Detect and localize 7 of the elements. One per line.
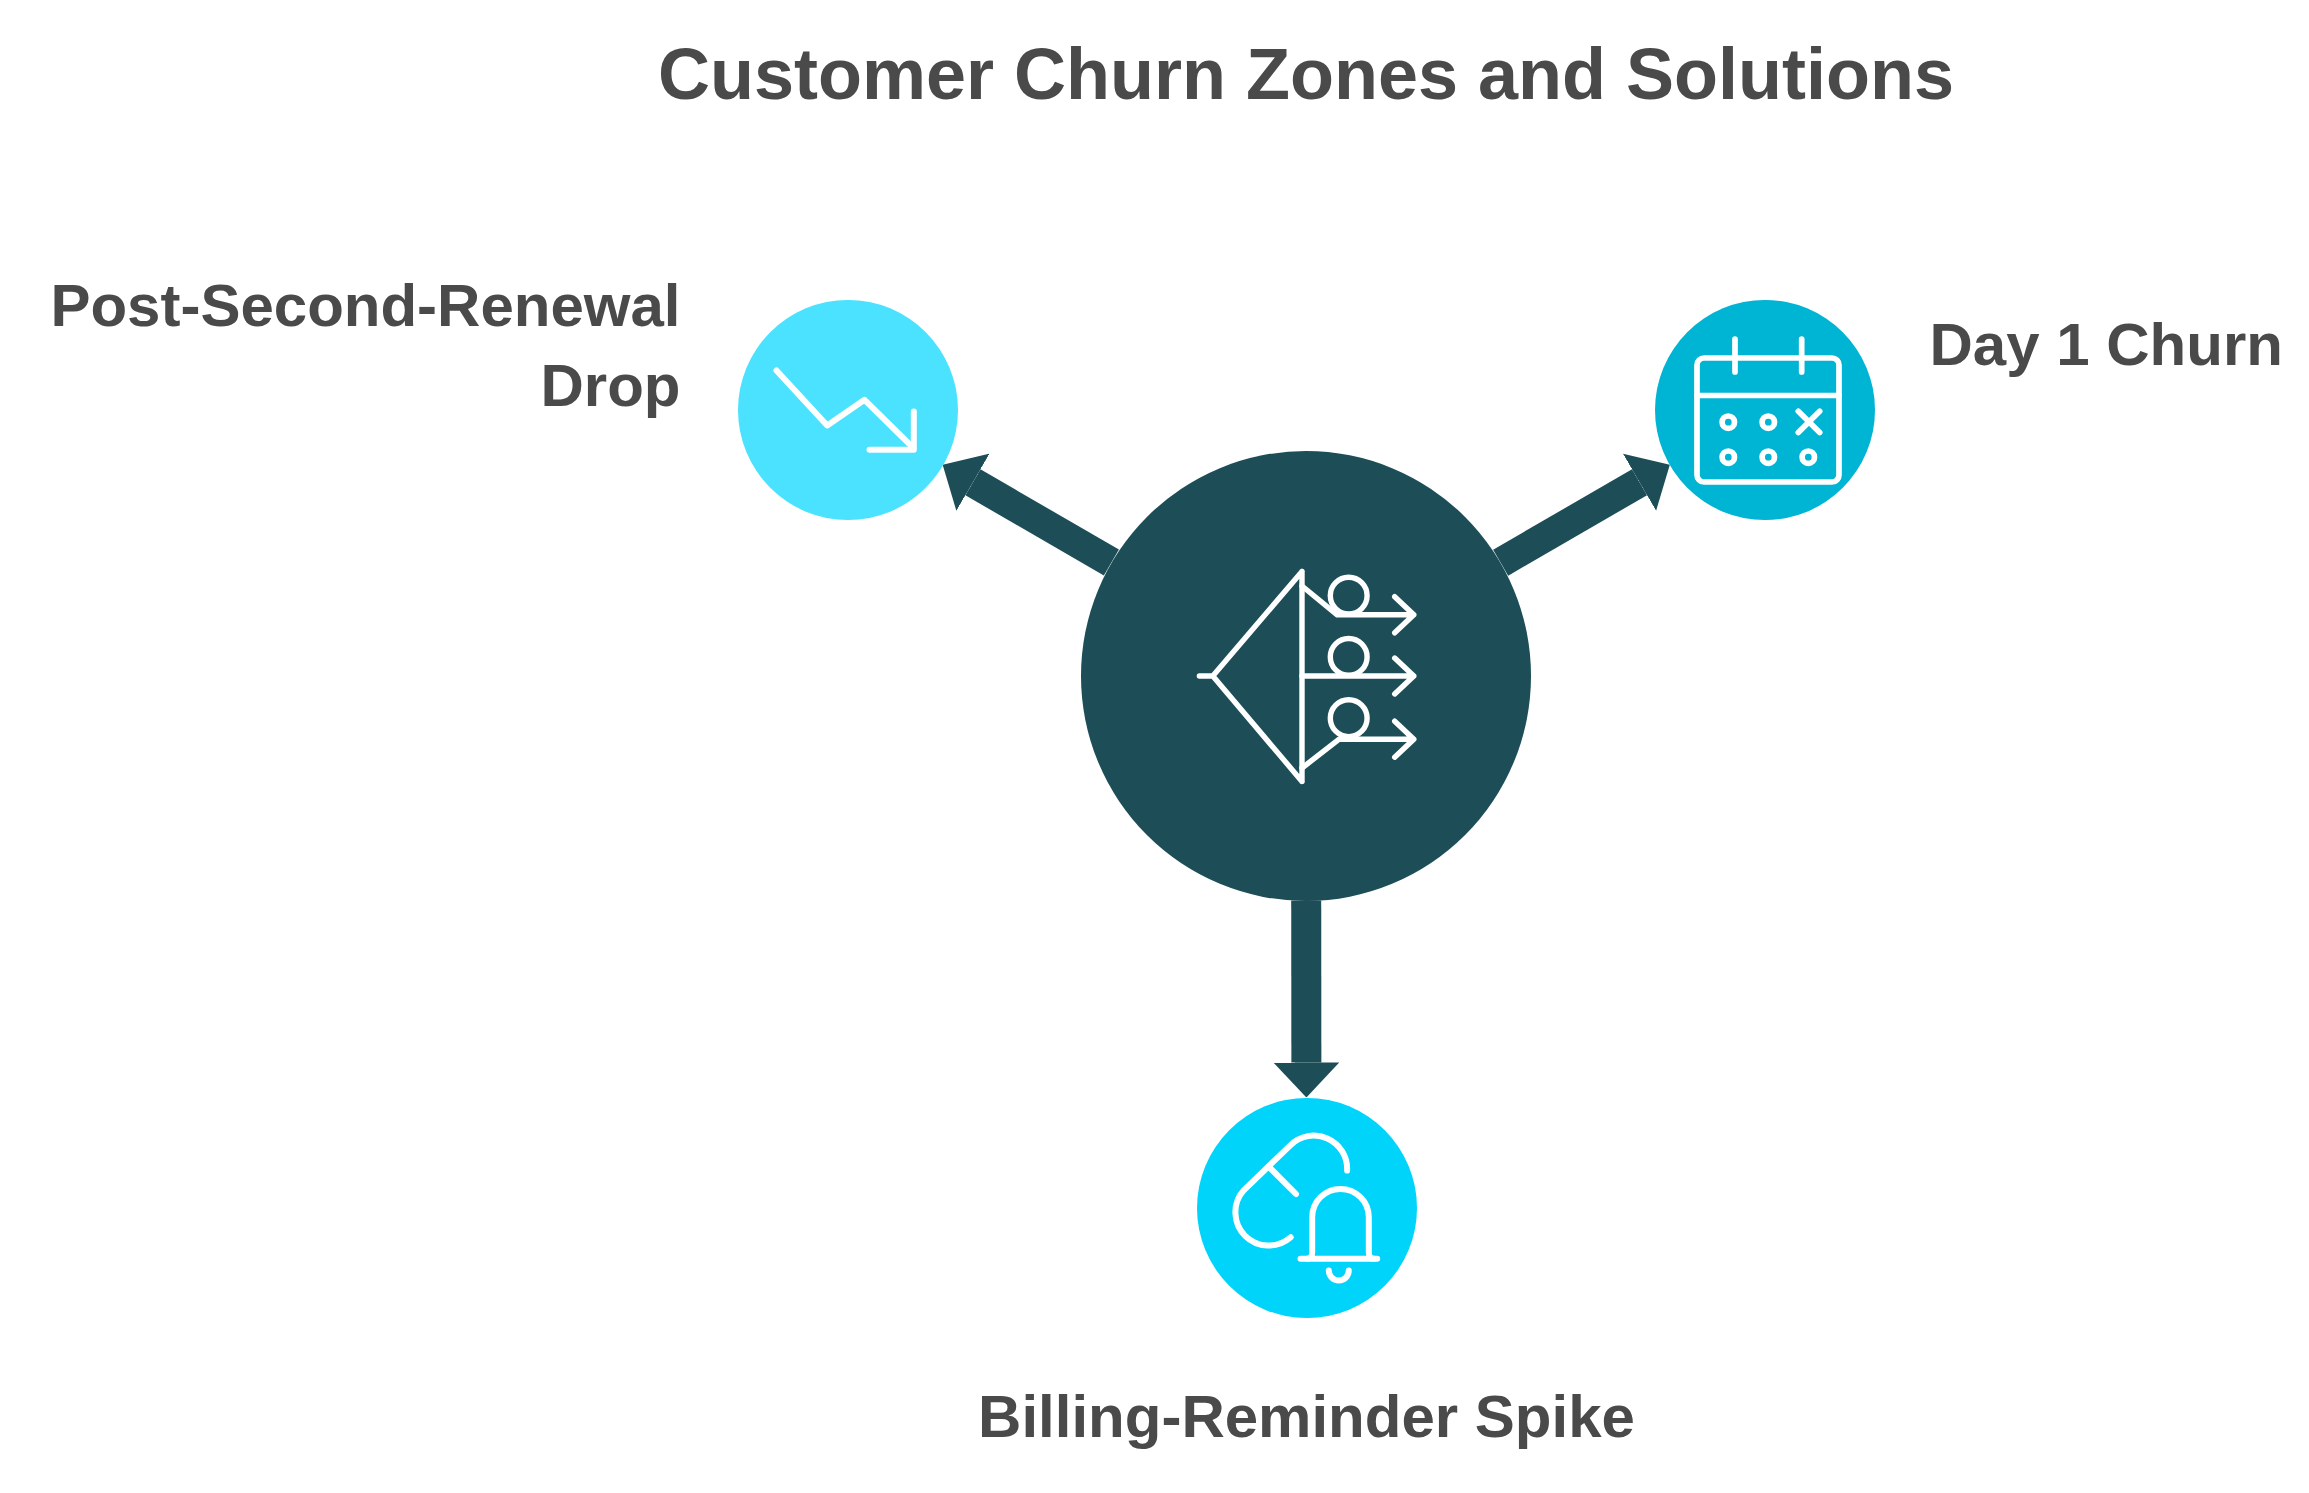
title: Customer Churn Zones and Solutions [658, 34, 1954, 114]
arrow [1273, 900, 1340, 1098]
zone-label: Billing-Reminder Spike [978, 1382, 1635, 1452]
zone-label: Day 1 Churn [1929, 310, 2283, 380]
zone-label: Post-Second-Renewal Drop [49, 271, 681, 421]
arrow [942, 453, 1119, 576]
arrow [1493, 453, 1670, 576]
